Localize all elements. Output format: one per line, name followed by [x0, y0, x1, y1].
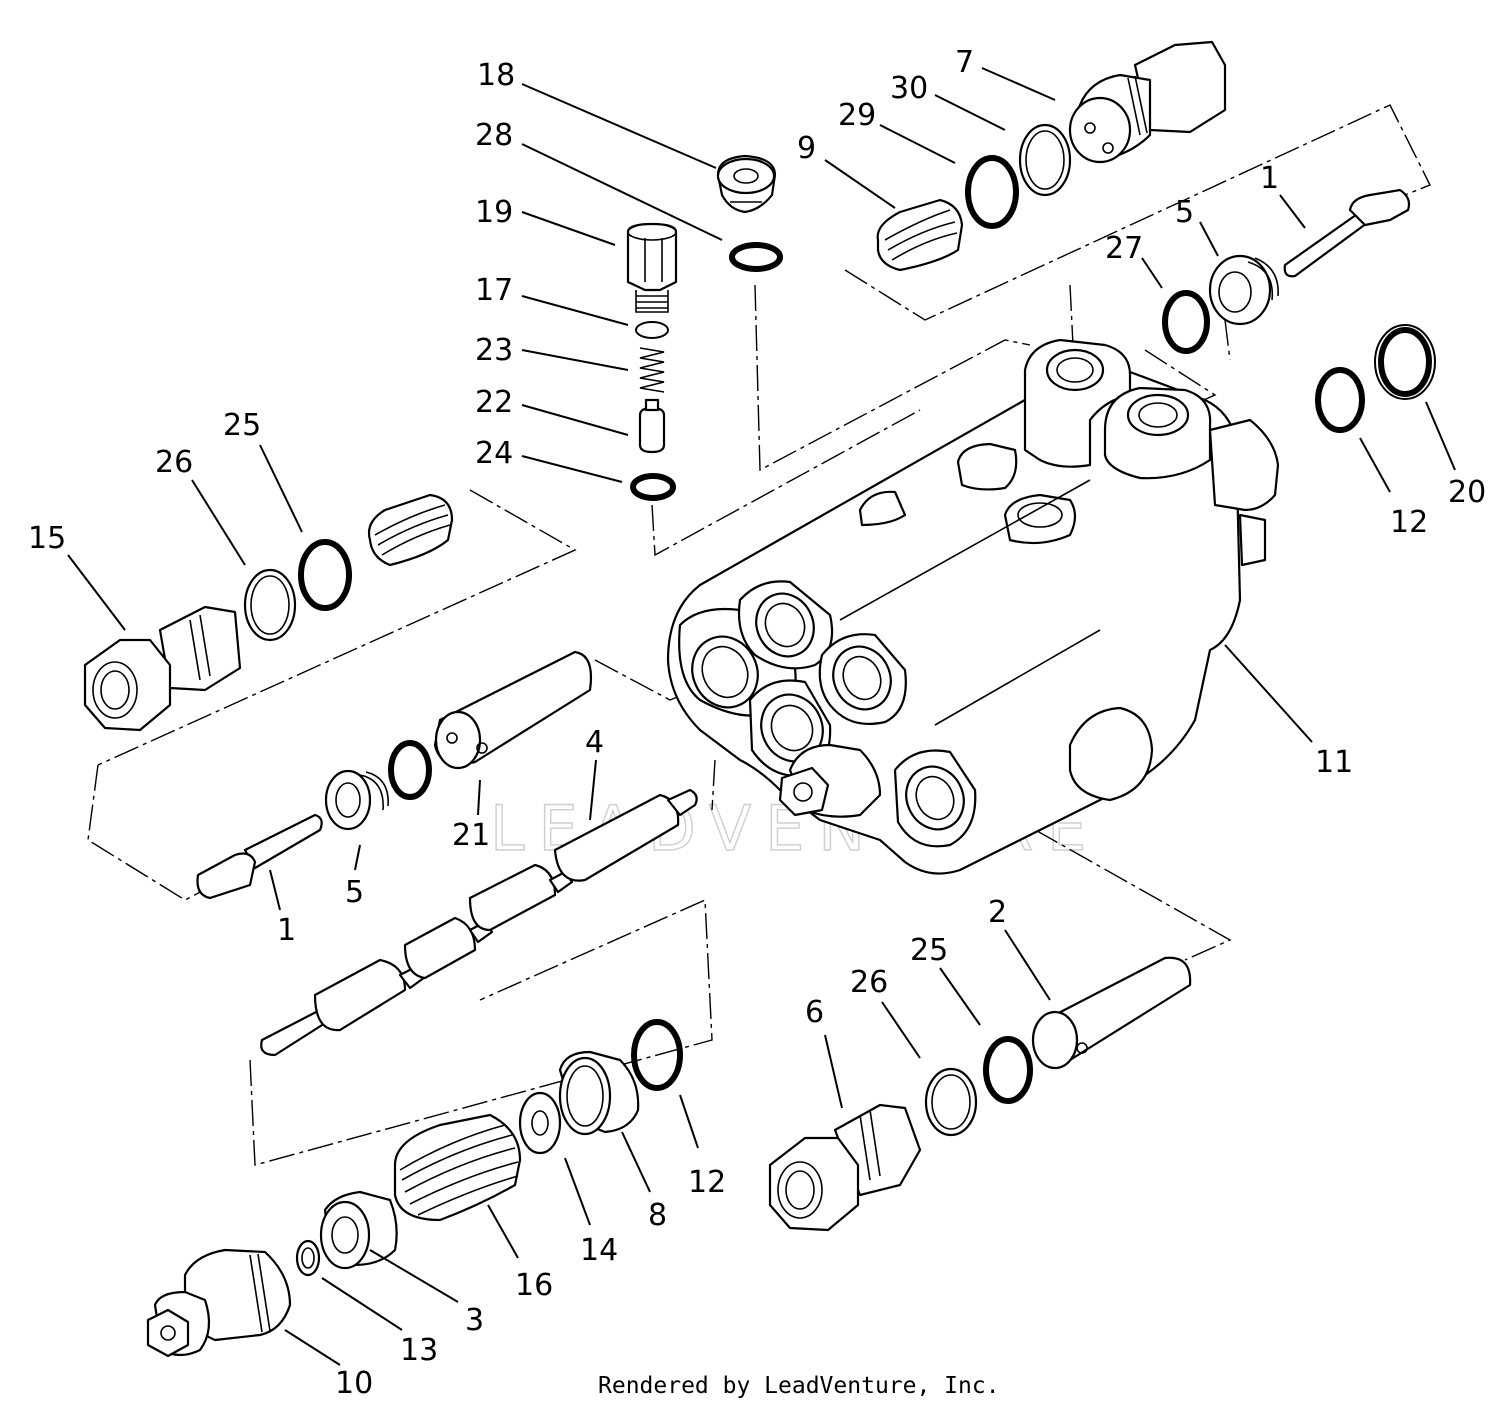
top-center-stack	[626, 154, 783, 501]
right-bottom-group	[768, 956, 1192, 1232]
callout-12-bottom: 12	[688, 1165, 726, 1200]
callout-1-top: 1	[1260, 161, 1279, 196]
credit-line: Rendered by LeadVenture, Inc.	[598, 1373, 1000, 1399]
callout-2: 2	[988, 895, 1007, 930]
left-group	[83, 493, 454, 732]
callout-28: 28	[475, 118, 513, 153]
callout-29: 29	[838, 98, 876, 133]
middle-left-group	[196, 650, 593, 900]
callout-7: 7	[955, 45, 974, 80]
valve-body	[666, 338, 1280, 875]
callout-labels: 18 28 19 17 23 22 24 7 30 29 9 1 5 27 12…	[28, 45, 1486, 1401]
callout-26-left: 26	[155, 445, 193, 480]
callout-18: 18	[477, 58, 515, 93]
alignment-lines	[87, 104, 1431, 1166]
leader-lines	[67, 67, 1456, 1366]
callout-30: 30	[890, 71, 928, 106]
callout-8: 8	[648, 1198, 667, 1233]
bottom-left-group	[146, 1019, 683, 1358]
callout-27: 27	[1105, 231, 1143, 266]
top-right-group	[876, 40, 1436, 433]
callout-26-right: 26	[850, 965, 888, 1000]
callout-21: 21	[452, 818, 490, 853]
callout-5-top: 5	[1175, 195, 1194, 230]
callout-12-right: 12	[1390, 505, 1428, 540]
callout-10: 10	[335, 1366, 373, 1401]
callout-11: 11	[1315, 745, 1353, 780]
callout-3: 3	[465, 1303, 484, 1338]
callout-9: 9	[797, 131, 816, 166]
callout-22: 22	[475, 385, 513, 420]
callout-14: 14	[580, 1233, 618, 1268]
callout-16: 16	[515, 1268, 553, 1303]
callout-15: 15	[28, 521, 66, 556]
callout-1-mid: 1	[277, 913, 296, 948]
callout-25-right: 25	[910, 933, 948, 968]
callout-17: 17	[475, 273, 513, 308]
callout-5-mid: 5	[345, 875, 364, 910]
callout-23: 23	[475, 333, 513, 368]
callout-25-left: 25	[223, 408, 261, 443]
callout-4: 4	[585, 725, 604, 760]
callout-19: 19	[475, 195, 513, 230]
callout-13: 13	[400, 1333, 438, 1368]
callout-24: 24	[475, 436, 513, 471]
main-spool	[260, 788, 698, 1057]
callout-20: 20	[1448, 475, 1486, 510]
callout-6: 6	[805, 995, 824, 1030]
